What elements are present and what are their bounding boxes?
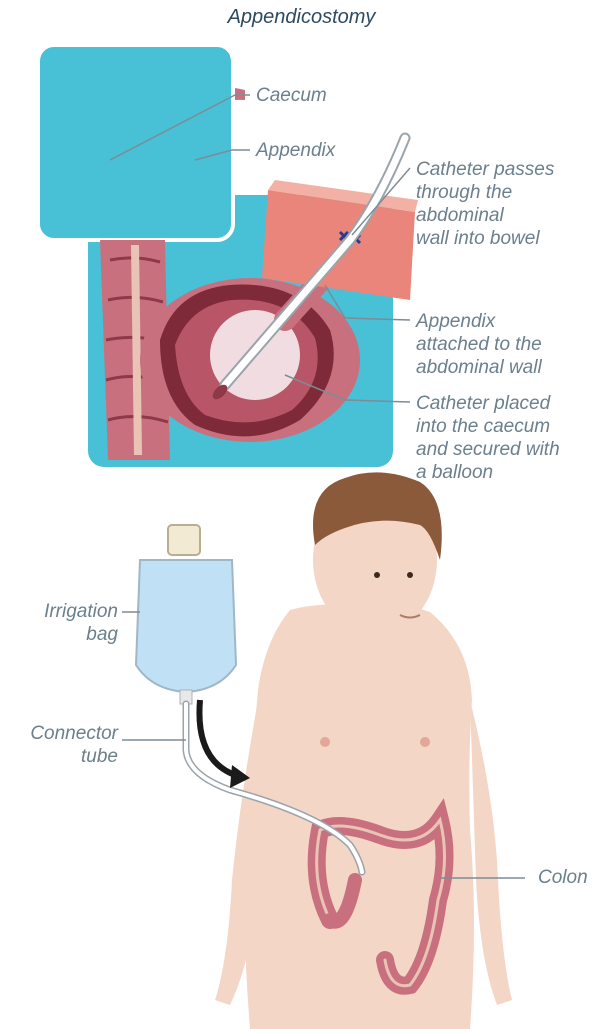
label-catheter-placed: Catheter placed into the caecum and secu… (416, 392, 560, 484)
child-figure (215, 472, 512, 1029)
label-irrigation-bag: Irrigation bag (18, 600, 118, 646)
label-catheter-passes: Catheter passes through the abdominal wa… (416, 158, 554, 250)
irrigation-bag (136, 525, 236, 704)
inset-appendicostomy-panel (38, 45, 418, 467)
arrow (199, 700, 235, 775)
label-caecum: Caecum (256, 84, 327, 107)
label-connector-tube: Connector tube (0, 722, 118, 768)
label-appendix: Appendix (256, 139, 335, 162)
label-colon: Colon (538, 866, 588, 889)
label-appendix-attached: Appendix attached to the abdominal wall (416, 310, 542, 379)
